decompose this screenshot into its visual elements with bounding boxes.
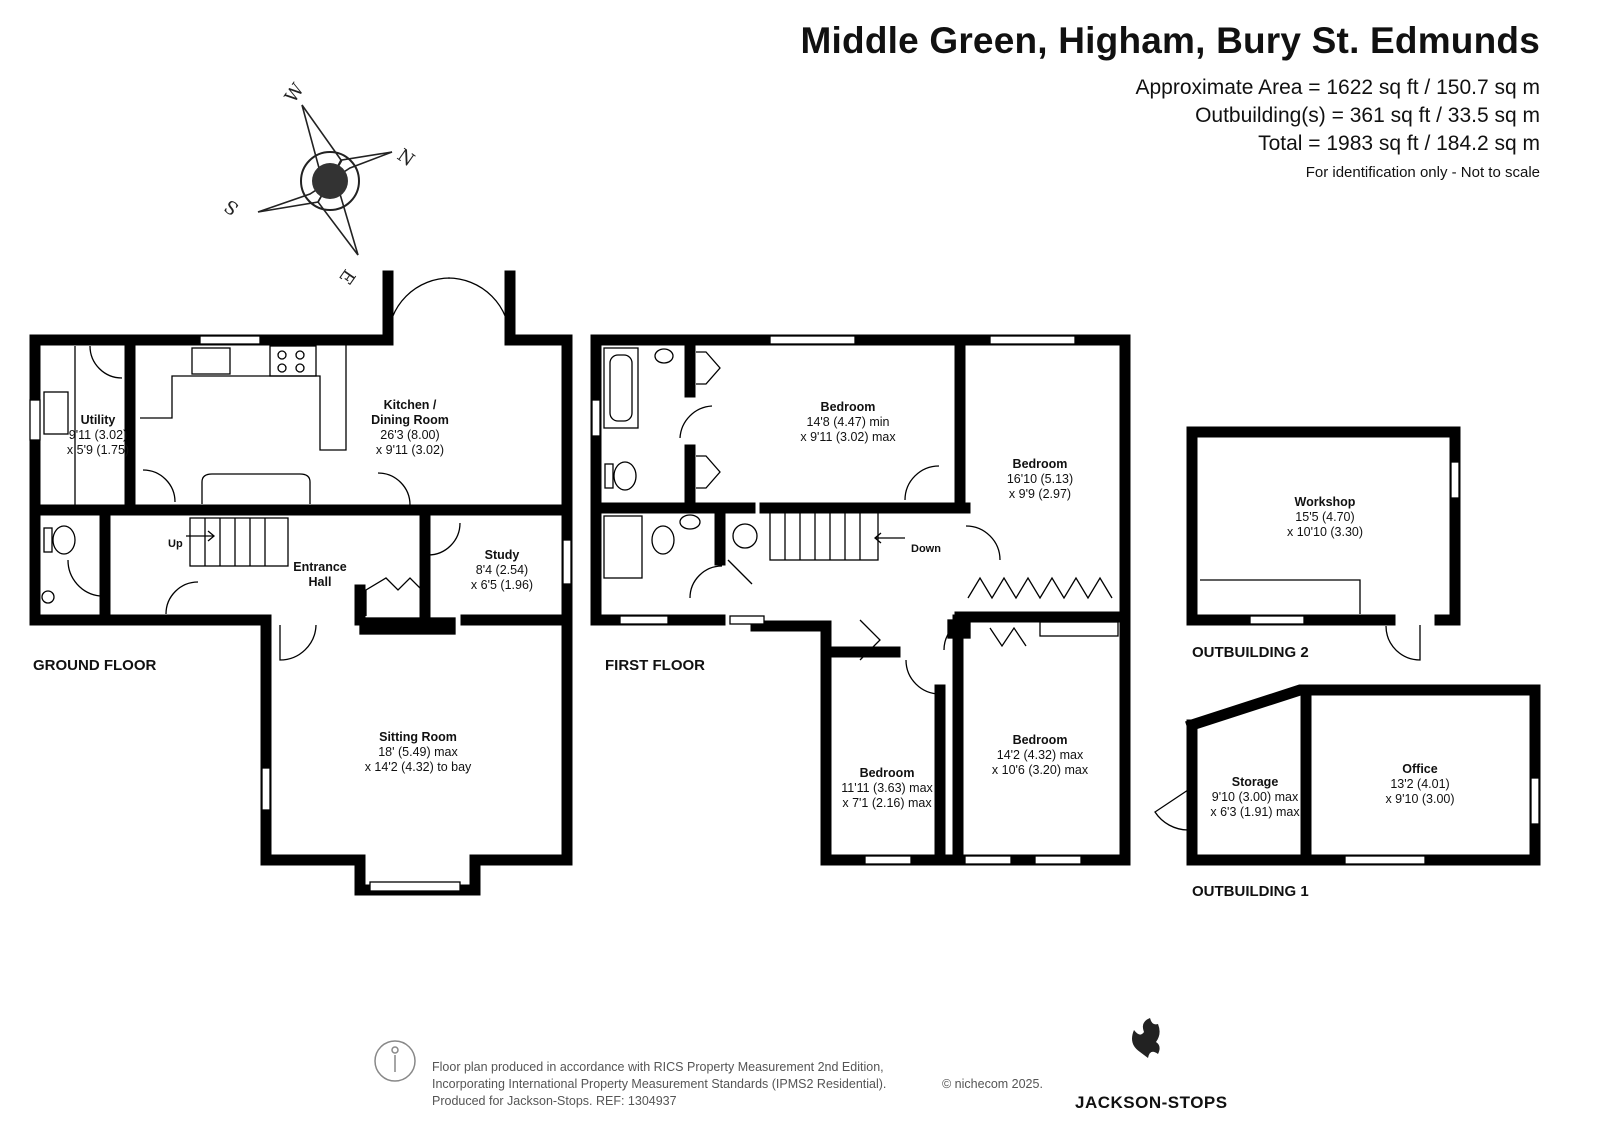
compass-w: W — [281, 79, 309, 107]
ground-floor-label: GROUND FLOOR — [33, 657, 157, 674]
stairs-up-label: Up — [168, 538, 183, 550]
first-floor-label: FIRST FLOOR — [605, 657, 705, 674]
disclaimer: For identification only - Not to scale — [1305, 164, 1540, 181]
footer-line-1: Floor plan produced in accordance with R… — [432, 1060, 884, 1074]
compass-s: S — [221, 195, 243, 219]
footer-notes: Floor plan produced in accordance with R… — [432, 1059, 1043, 1110]
outbuilding-1-label: OUTBUILDING 1 — [1192, 883, 1309, 900]
outbuilding-2-walls — [1186, 426, 1461, 626]
jackson-stops-logo-icon — [1132, 1018, 1160, 1058]
approximate-area: Approximate Area = 1622 sq ft / 150.7 sq… — [1135, 76, 1541, 99]
footer-copyright: © nichecom 2025. — [942, 1077, 1043, 1091]
total-area: Total = 1983 sq ft / 184.2 sq m — [1258, 132, 1540, 155]
plan-title: Middle Green, Higham, Bury St. Edmunds — [800, 20, 1540, 61]
compass-n: N — [393, 145, 418, 171]
outbuilding-1-walls — [1185, 684, 1541, 866]
footer-line-3: Produced for Jackson-Stops. REF: 1304937 — [432, 1094, 677, 1108]
compass-icon: W N E S — [221, 79, 418, 288]
footer-line-2: Incorporating International Property Mea… — [432, 1077, 887, 1091]
stairs-down-label: Down — [911, 543, 941, 555]
outbuilding-area: Outbuilding(s) = 361 sq ft / 33.5 sq m — [1195, 104, 1540, 127]
outbuilding-2-label: OUTBUILDING 2 — [1192, 644, 1309, 661]
ipms-icon — [374, 1040, 416, 1082]
compass-e: E — [334, 265, 359, 288]
brand-name: JACKSON-STOPS — [1075, 1093, 1228, 1112]
